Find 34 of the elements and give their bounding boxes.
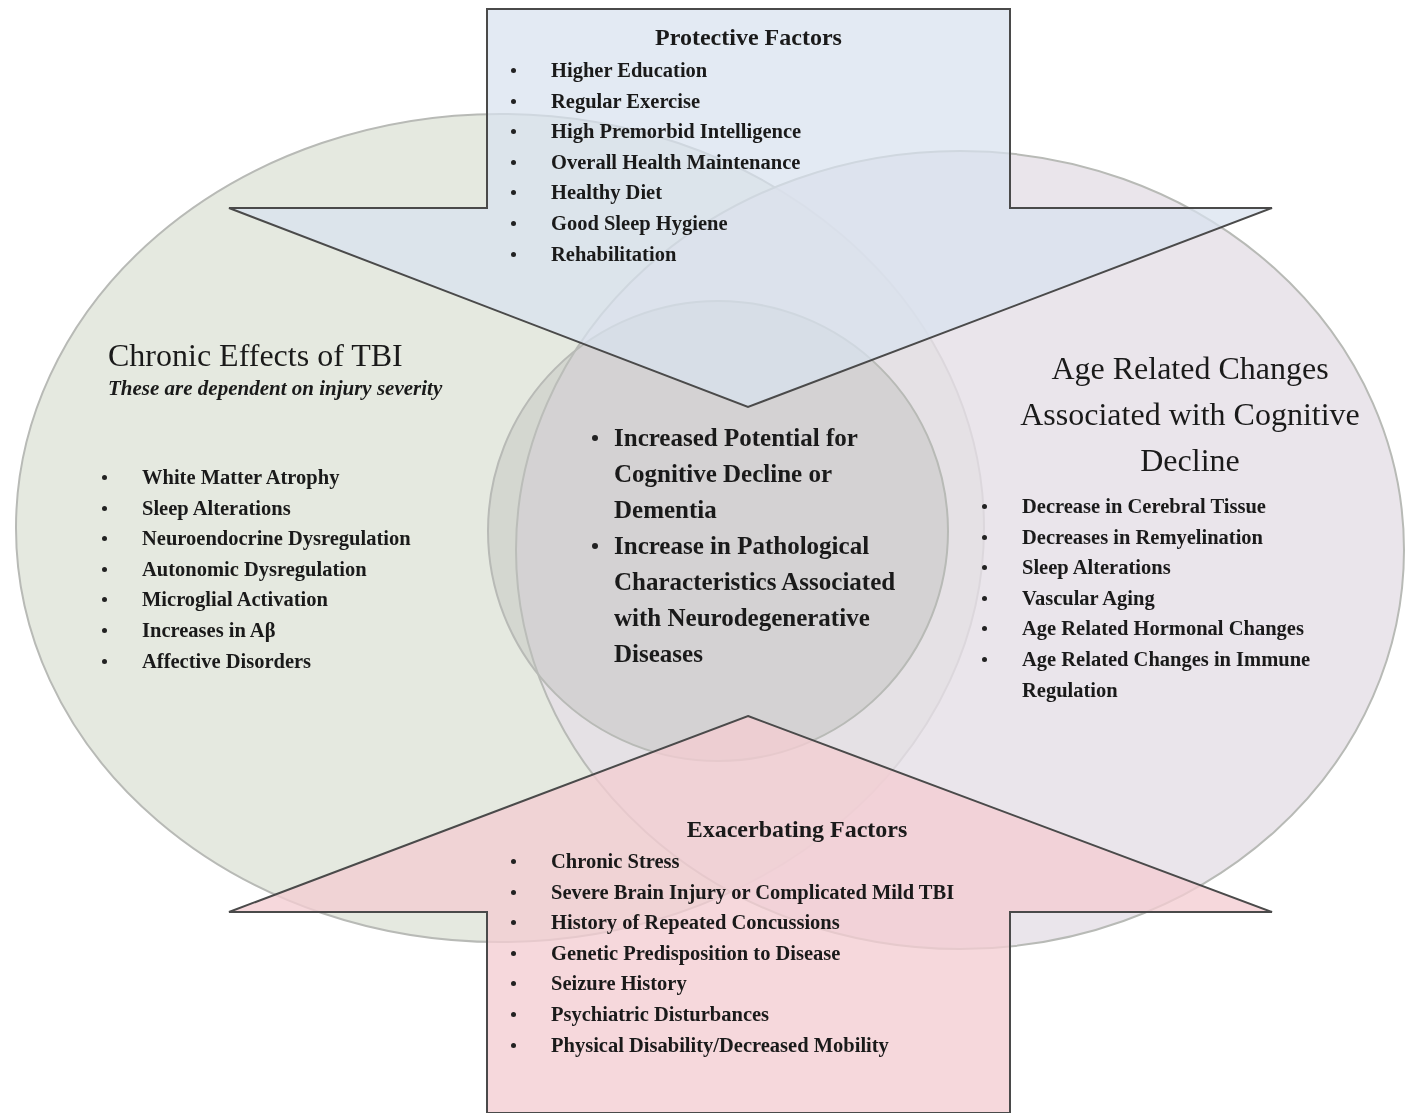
heading: Protective Factors bbox=[654, 23, 843, 52]
list-item: Overall Health Maintenance bbox=[551, 146, 951, 178]
list-item: Microglial Activation bbox=[142, 584, 522, 615]
list-item: Vascular Aging bbox=[1022, 582, 1407, 614]
list-item: Good Sleep Hygiene bbox=[551, 207, 951, 239]
heading: Age Related Changes Associated with Cognitive Decline bbox=[1019, 349, 1361, 480]
list-item: Decrease in Cerebral Tissue bbox=[1022, 491, 1407, 522]
list-item: Increases in Aβ bbox=[142, 614, 522, 646]
list-item: High Premorbid Intelligence bbox=[551, 116, 951, 147]
list-item: Rehabilitation bbox=[551, 238, 951, 270]
list-item: Regular Exercise bbox=[551, 85, 951, 117]
list-item: Autonomic Dysregulation bbox=[142, 553, 522, 585]
list-item: Increase in Pathological Characteristics Associated with Neurodegenerative Diseases bbox=[614, 528, 934, 672]
list-item: History of Repeated Concussions bbox=[551, 907, 1111, 938]
list-item: Seizure History bbox=[551, 968, 1111, 999]
list-item: Age Related Hormonal Changes bbox=[1022, 613, 1407, 644]
list-item: Age Related Changes in Immune Regulation bbox=[1022, 643, 1407, 706]
list-item: Severe Brain Injury or Complicated Mild TBI bbox=[551, 876, 1111, 908]
list-item: Physical Disability/Decreased Mobility bbox=[551, 1029, 1111, 1061]
list-item: Neuroendocrine Dysregulation bbox=[142, 523, 522, 554]
list-item: Decreases in Remyelination bbox=[1022, 521, 1407, 553]
list-item: Increased Potential for Cognitive Decline or Dementia bbox=[614, 420, 934, 528]
list-item: Sleep Alterations bbox=[142, 492, 522, 524]
list-item: Psychiatric Disturbances bbox=[551, 998, 1111, 1030]
list-item: White Matter Atrophy bbox=[142, 462, 522, 493]
list-item: Affective Disorders bbox=[142, 645, 522, 677]
heading: Exacerbating Factors bbox=[685, 815, 909, 844]
list-item: Healthy Diet bbox=[551, 177, 951, 208]
list-item: Sleep Alterations bbox=[1022, 552, 1407, 583]
subtitle: These are dependent on injury severity bbox=[108, 376, 444, 401]
heading: Chronic Effects of TBI bbox=[108, 336, 404, 375]
list-item: Higher Education bbox=[551, 55, 951, 86]
list-item: Genetic Predisposition to Disease bbox=[551, 937, 1111, 969]
list-item: Chronic Stress bbox=[551, 846, 1111, 877]
